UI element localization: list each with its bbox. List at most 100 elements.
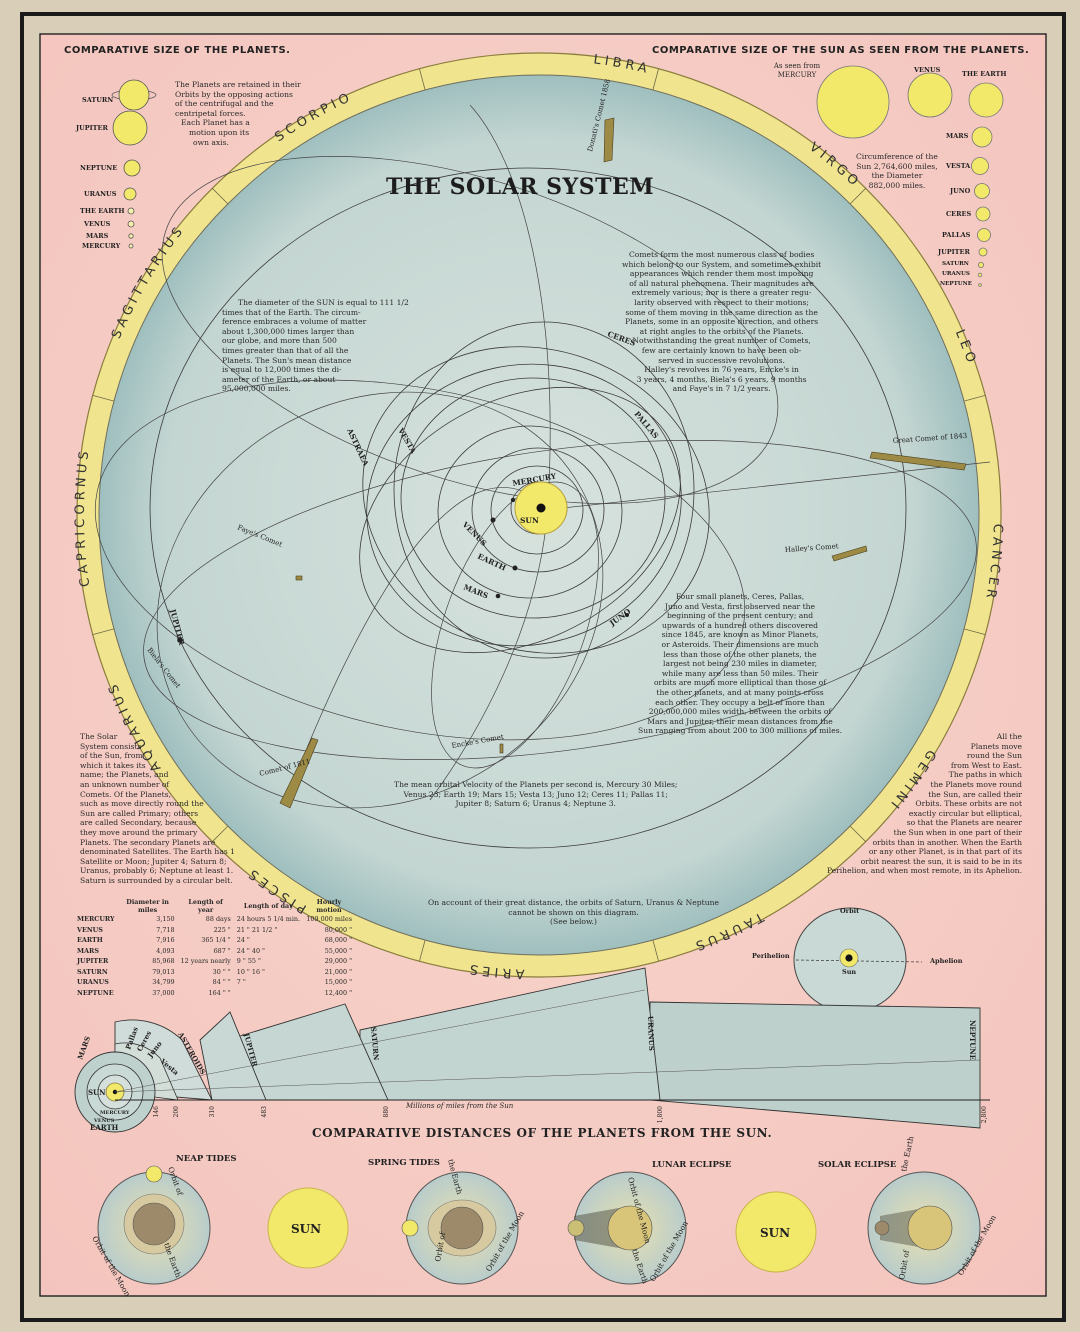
table-cell: 7 " — [236, 978, 246, 986]
map-title: THE SOLAR SYSTEM — [386, 174, 655, 200]
planet-data-table: Diameter in miles Length of year Length … — [74, 898, 355, 998]
mars-dot — [495, 593, 501, 599]
distance-note-line: (See below.) — [550, 917, 597, 927]
table-cell: VENUS — [77, 925, 103, 934]
table-header: Length of day — [243, 902, 293, 910]
zodiac-divider — [652, 939, 659, 962]
all-planets-line: orbit nearest the sun, it is said to be … — [860, 856, 1022, 866]
sun-from-pallas — [977, 228, 991, 242]
comets-line: and Faye's in 7 1/2 years. — [672, 384, 771, 394]
panel-title-solar: SOLAR ECLIPSE — [818, 1160, 897, 1170]
table-header: Length of year — [188, 898, 223, 914]
all-planets-note: All the Planets move round the Sun from … — [827, 732, 1022, 876]
table-cell: 687 " — [213, 946, 231, 955]
inner-label-mercury: MERCURY — [100, 1110, 130, 1116]
orbit-vesta — [400, 377, 666, 619]
sun-size-header: COMPARATIVE SIZE OF THE SUN AS SEEN FROM… — [652, 45, 1030, 56]
sun-circ-line: Sun 2,764,600 miles, — [856, 161, 938, 171]
solar-system-line: Uranus, probably 6; Neptune at least 1. — [80, 866, 234, 876]
orbit-encke — [431, 481, 599, 769]
table-cell: 109,000 miles — [306, 915, 353, 923]
table-cell: 80,000 " — [324, 925, 353, 934]
jupiter-size — [112, 110, 148, 146]
comets-line: some of them moving in the same directio… — [625, 307, 818, 317]
sun-label-venus: VENUS — [914, 66, 941, 74]
comet-tails — [279, 117, 967, 809]
all-planets-line: exactly circular but elliptical, — [908, 808, 1022, 818]
all-planets-line: Orbits. These orbits are not — [915, 799, 1022, 809]
all-planets-line: the Sun when in one part of their — [893, 827, 1022, 837]
sun-from-venus — [907, 72, 953, 118]
table-cell: EARTH — [77, 936, 103, 944]
sun-label-jupiter: JUPITER — [938, 248, 970, 256]
table-cell: 15,000 " — [324, 978, 353, 986]
sun-from-mercury — [816, 65, 890, 139]
juno-dot — [625, 613, 629, 617]
table-cell: 7,916 — [156, 936, 175, 944]
venus-dot — [490, 517, 496, 523]
minor-planets-line: 200,000,000 miles width, between the orb… — [648, 707, 832, 717]
comets-line: 3 years, 4 months, Biela's 6 years, 9 mo… — [636, 374, 807, 384]
table-cell: 34,799 — [152, 978, 175, 986]
sun-diameter-line: ference embraces a volume of matter — [222, 317, 367, 327]
minor-planets-line: while many are less than 50 miles. Their — [661, 668, 819, 678]
zodiac-dividers — [92, 68, 986, 962]
inner-label-earth: EARTH — [90, 1123, 119, 1132]
distance-axis-label: Millions of miles from the Sun — [406, 1102, 514, 1110]
earth-size — [127, 207, 135, 215]
sun-from-saturn — [978, 261, 985, 268]
distance-note: On account of their great distance, the … — [428, 898, 719, 927]
table-header: Hourly motion — [316, 898, 342, 914]
solar-system-line: which it takes its — [80, 760, 146, 770]
solar-system-line: they move around the primary — [80, 827, 198, 837]
sun-circ-line: the Diameter — [871, 171, 923, 181]
table-cell: SATURN — [77, 967, 108, 976]
minor-planets-note: Four small planets, Ceres, Pallas, Juno … — [638, 592, 842, 736]
zodiac-divider — [652, 68, 659, 91]
all-planets-line: or any other Planet, is in that part of … — [868, 847, 1022, 857]
all-planets-line: orbits than in another. When the Earth — [872, 837, 1022, 847]
solar-system-line: The Solar — [80, 732, 118, 741]
orbit-astraea — [366, 363, 682, 647]
table-cell: 24 " 40 " — [236, 946, 265, 955]
sun-words: SUN SUN — [291, 1222, 790, 1240]
saturn-size — [118, 79, 150, 111]
solar-system-line: Sun are called Primary; others — [80, 808, 199, 818]
table-cell: 3,150 — [156, 915, 175, 923]
orbit-sun-label: Sun — [842, 968, 857, 976]
neptune-size — [123, 159, 141, 177]
inner-label-venus: VENUS — [93, 1118, 115, 1124]
tick-1800: 1,800 — [657, 1106, 664, 1123]
sun-diameter-line: times greater than that of all the — [222, 345, 349, 355]
zodiac-capricornus: CAPRICORNUS — [73, 447, 90, 588]
comets-line: at right angles to the orbits of the Pla… — [639, 326, 804, 336]
table-cell: NEPTUNE — [77, 988, 114, 997]
sun-diameter-line: times that of the Earth. The circum- — [222, 307, 361, 317]
comets-line: served in successive revolutions. — [658, 355, 785, 365]
planet-size-circles — [111, 79, 157, 249]
spring-moon — [401, 1219, 419, 1237]
zodiac-divider — [963, 395, 986, 402]
tick-310: 310 — [209, 1106, 216, 1118]
comets-line: few are certainly known to have been ob- — [641, 345, 802, 355]
solar-system-line: Comets. Of the Planets, — [80, 789, 171, 799]
table-cell: 55,000 " — [324, 946, 353, 955]
comet-tail-halley — [831, 545, 868, 562]
orbits-note-line: motion upon its — [189, 127, 250, 137]
orbit-great-1843 — [543, 461, 991, 511]
table-cell: 24 " — [236, 936, 250, 944]
tick-483: 483 — [261, 1106, 268, 1118]
velocity-line: Venus 23; Earth 19; Mars 15; Vesta 13; J… — [403, 789, 668, 799]
comets-line: extremely various; nor is there a greate… — [631, 288, 812, 298]
sun-label-ceres: CERES — [946, 210, 972, 218]
band-label-uranus: URANUS — [646, 1016, 656, 1051]
all-planets-line: so that the Planets are nearer — [906, 818, 1022, 828]
table-cell: JUPITER — [77, 957, 109, 965]
comets-line: which belong to our System, and sometime… — [622, 259, 822, 269]
minor-planets-line: largest not being 230 miles in diameter, — [663, 659, 817, 669]
sun-diameter-line: about 1,300,000 times larger than — [222, 326, 355, 336]
